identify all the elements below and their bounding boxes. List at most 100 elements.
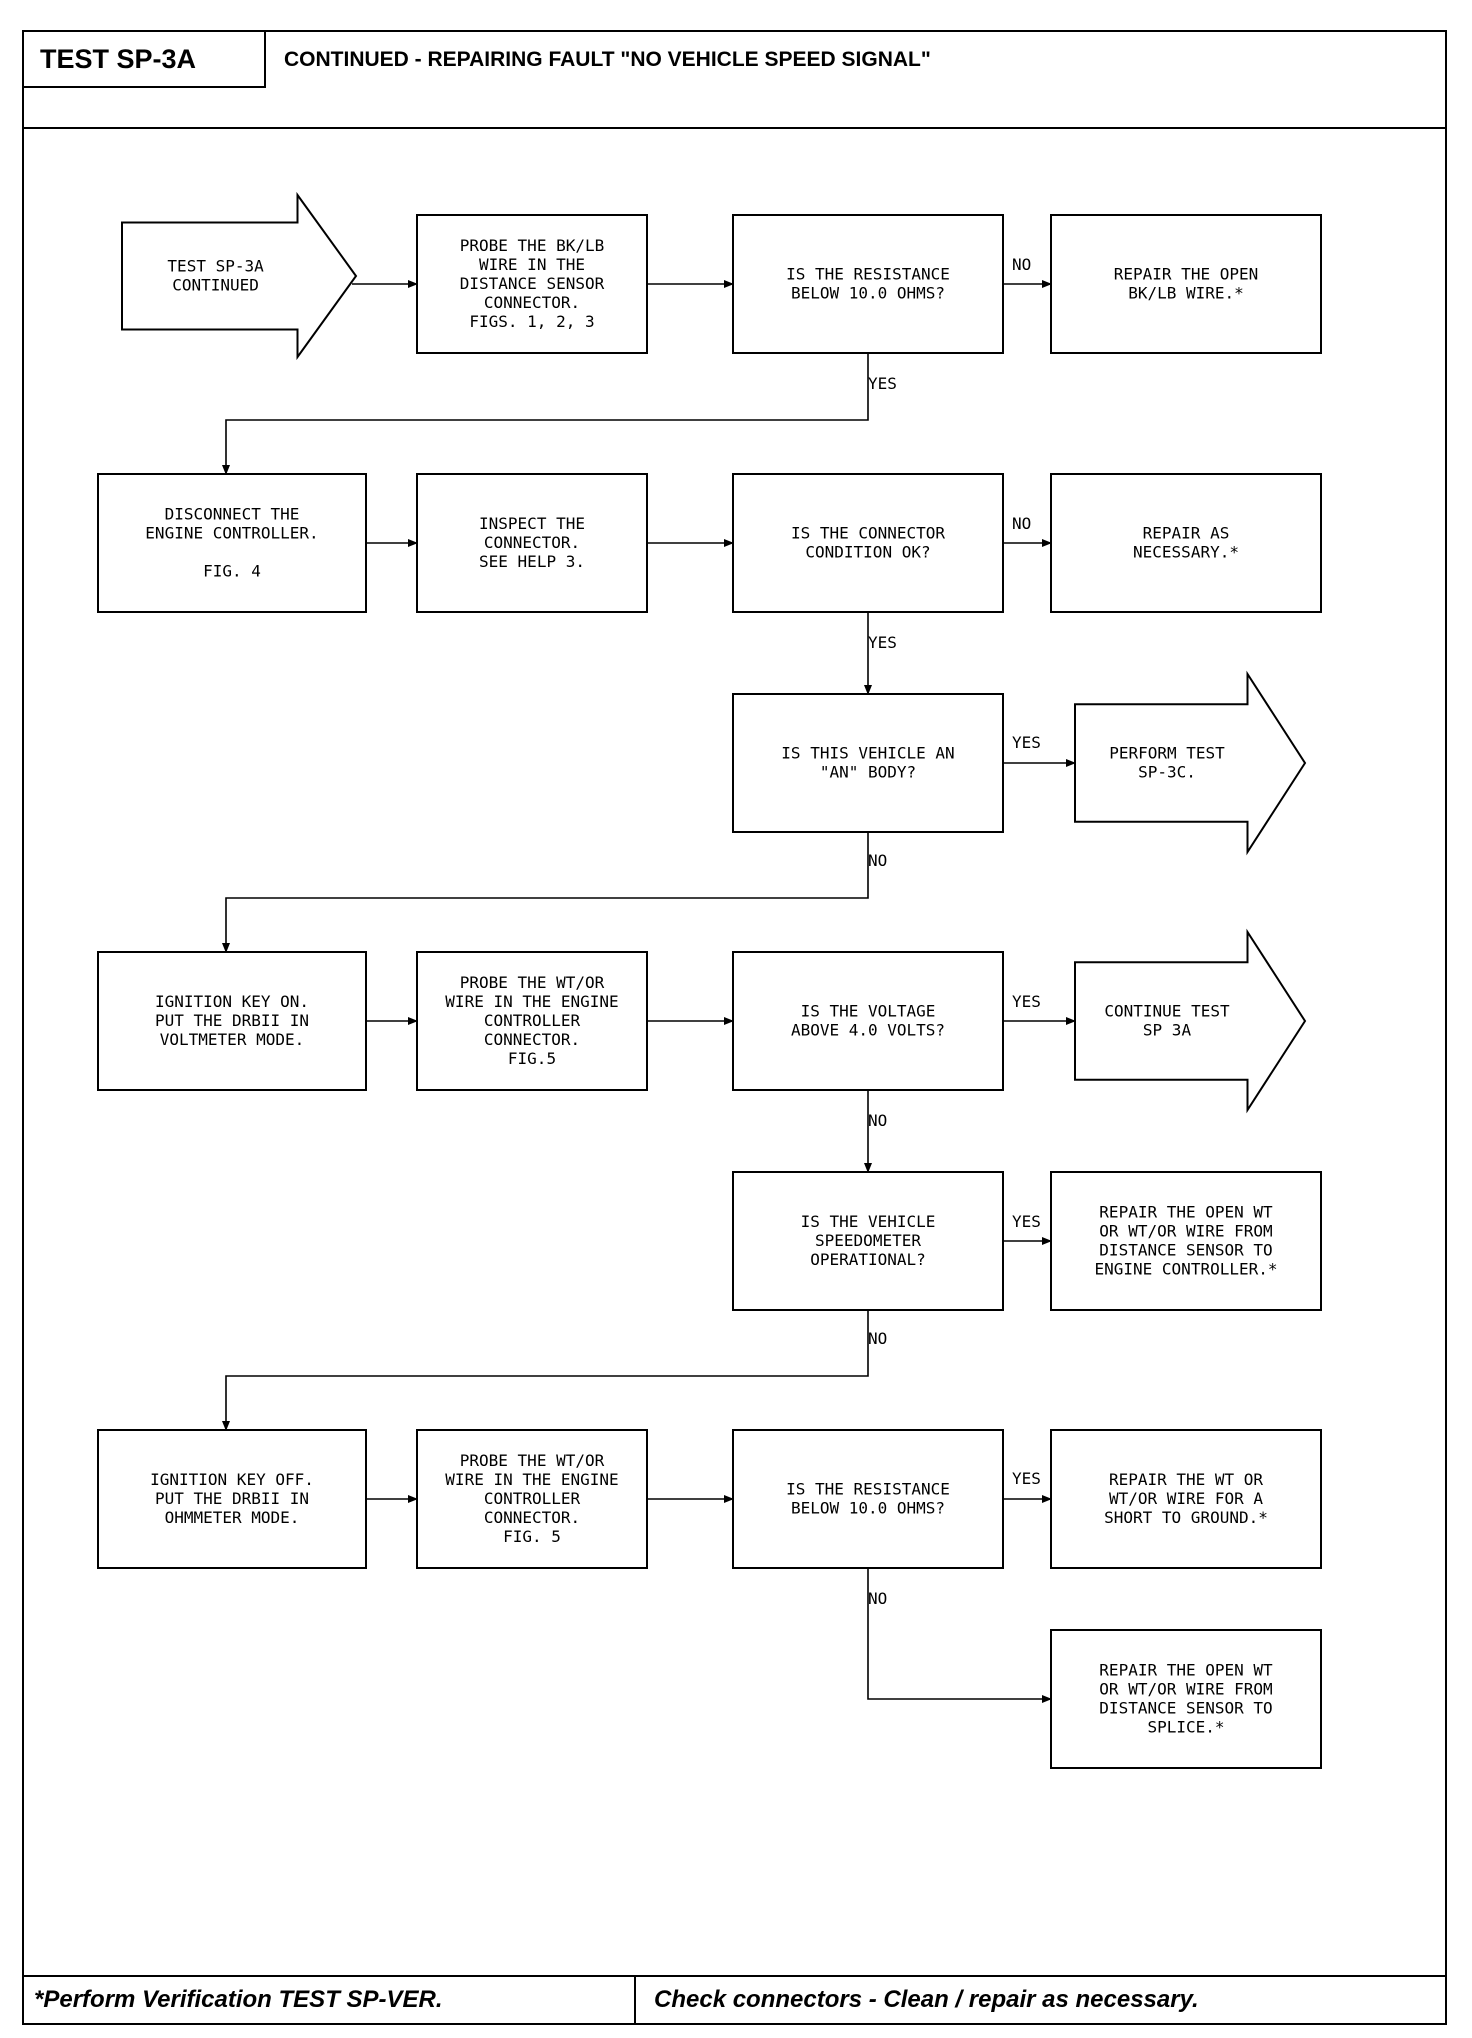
flow-node-line: CONNECTOR. [484, 1508, 580, 1527]
flow-node-line: IGNITION KEY ON. [155, 992, 309, 1011]
flow-node-line: CONTROLLER [484, 1489, 581, 1508]
flow-node-line: ENGINE CONTROLLER.* [1094, 1260, 1277, 1279]
flowchart-edges [222, 280, 1076, 1703]
flow-node-ign2: IGNITION KEY OFF.PUT THE DRBII INOHMMETE… [97, 1429, 367, 1569]
flow-node-line: DISTANCE SENSOR TO [1099, 1699, 1272, 1718]
flow-box-r7 [1050, 1629, 1322, 1769]
flow-node-line: WIRE IN THE [479, 255, 585, 274]
flow-node-line: IS THIS VEHICLE AN [781, 744, 954, 763]
flow-node-line: SEE HELP 3. [479, 552, 585, 571]
flow-box-q5 [732, 1171, 1004, 1311]
footer: *Perform Verification TEST SP-VER. Check… [24, 1975, 1445, 2023]
edge-label-q1_no: NO [1012, 255, 1031, 274]
flow-node-q3: IS THIS VEHICLE AN"AN" BODY? [732, 693, 1004, 833]
flow-arrow-shape-t3c [1074, 670, 1307, 856]
flow-node-line: PROBE THE WT/OR [460, 973, 605, 992]
flow-node-line: CONTROLLER [484, 1011, 581, 1030]
flow-node-line: DISTANCE SENSOR TO [1099, 1241, 1272, 1260]
flow-node-line: OPERATIONAL? [810, 1250, 926, 1269]
flow-box-r5 [1050, 1171, 1322, 1311]
flow-node-line: SP-3C. [1138, 763, 1196, 782]
flow-node-line: CONNECTOR. [484, 533, 580, 552]
flow-box-r6 [1050, 1429, 1322, 1569]
flow-node-line: WIRE IN THE ENGINE [445, 1470, 618, 1489]
flow-node-line: PROBE THE WT/OR [460, 1451, 605, 1470]
edge-label-q5_yes: YES [1012, 1212, 1041, 1231]
flow-node-line: BK/LB WIRE.* [1128, 284, 1244, 303]
flow-node-line: PROBE THE BK/LB [460, 236, 605, 255]
flow-box-probe2 [416, 951, 648, 1091]
flow-node-line: TEST SP-3A [167, 257, 264, 276]
flow-box-ign1 [97, 951, 367, 1091]
flow-node-line: SPEEDOMETER [815, 1231, 921, 1250]
flow-node-line: SHORT TO GROUND.* [1104, 1508, 1268, 1527]
edge-label-q2_no: NO [1012, 514, 1031, 533]
flow-box-disc [97, 473, 367, 613]
flow-node-line: CONDITION OK? [805, 543, 930, 562]
footer-connector-note: Check connectors - Clean / repair as nec… [634, 1977, 1199, 2023]
flow-arrow-shape-cont [1074, 928, 1307, 1114]
flow-node-line: BELOW 10.0 OHMS? [791, 1499, 945, 1518]
header: TEST SP-3A CONTINUED - REPAIRING FAULT "… [24, 32, 1445, 129]
flow-node-line: IS THE CONNECTOR [791, 524, 945, 543]
flow-node-line: PERFORM TEST [1109, 744, 1225, 763]
flow-node-line: REPAIR THE OPEN WT [1099, 1661, 1273, 1680]
edge-q3-ign1 [222, 832, 869, 953]
flow-node-line: REPAIR THE WT OR [1109, 1470, 1263, 1489]
edge-label-q6_yes: YES [1012, 1469, 1041, 1488]
flow-node-line: CONNECTOR. [484, 293, 580, 312]
flow-node-line: IS THE RESISTANCE [786, 1480, 950, 1499]
flow-node-line: OR WT/OR WIRE FROM [1099, 1222, 1272, 1241]
flow-node-line: ABOVE 4.0 VOLTS? [791, 1021, 945, 1040]
flow-node-line: INSPECT THE [479, 514, 585, 533]
edge-label-q5_no: NO [868, 1329, 887, 1348]
test-id-box: TEST SP-3A [24, 32, 266, 88]
flow-node-line: FIG.5 [508, 1049, 556, 1068]
flow-box-q2 [732, 473, 1004, 613]
flow-node-line: PUT THE DRBII IN [155, 1489, 309, 1508]
edge-label-q2_yes: YES [868, 633, 897, 652]
flow-node-line: IS THE VOLTAGE [801, 1002, 936, 1021]
flow-node-line: ENGINE CONTROLLER. [145, 524, 318, 543]
edge-q6-r7 [867, 1568, 1052, 1703]
edge-label-q4_no: NO [868, 1111, 887, 1130]
flow-node-line: VOLTMETER MODE. [160, 1030, 305, 1049]
flow-box-probe3 [416, 1429, 648, 1569]
flow-node-line: REPAIR THE OPEN [1114, 265, 1259, 284]
edge-label-q4_yes: YES [1012, 992, 1041, 1011]
flow-node-line: DISTANCE SENSOR [460, 274, 605, 293]
flow-arrow-shape-start [121, 191, 358, 361]
flow-node-line: FIG. 5 [503, 1527, 561, 1546]
flow-box-q6 [732, 1429, 1004, 1569]
flow-node-line: SPLICE.* [1147, 1718, 1224, 1737]
flow-node-ign1: IGNITION KEY ON.PUT THE DRBII INVOLTMETE… [97, 951, 367, 1091]
edge-q1-disc [222, 353, 869, 475]
edge-label-q3_yes: YES [1012, 733, 1041, 752]
flow-node-line: DISCONNECT THE [165, 505, 300, 524]
flow-node-line: IS THE VEHICLE [801, 1212, 936, 1231]
flow-node-line: CONTINUED [172, 276, 259, 295]
edge-label-q3_no: NO [868, 851, 887, 870]
flow-node-line: OR WT/OR WIRE FROM [1099, 1680, 1272, 1699]
flow-box-r1 [1050, 214, 1322, 354]
flow-node-line: WIRE IN THE ENGINE [445, 992, 618, 1011]
flow-box-r2 [1050, 473, 1322, 613]
flow-node-line: WT/OR WIRE FOR A [1109, 1489, 1263, 1508]
